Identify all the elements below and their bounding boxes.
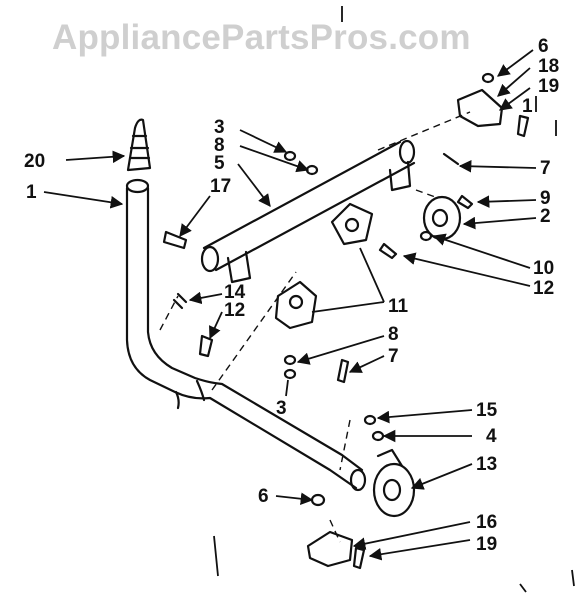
callout-11: 11: [388, 296, 409, 317]
hardware-screws: [162, 72, 530, 570]
callout-3: 3: [276, 398, 287, 419]
watermark-text: AppliancePartsPros.com: [52, 18, 471, 57]
callout-2: 2: [540, 206, 551, 227]
callout-20: 20: [24, 151, 45, 172]
tube-assembly: [125, 178, 367, 492]
callout-labels: 6 18 19 1 20 1 3 8 5 17 7 9 2 10 12 14 1…: [24, 36, 559, 555]
callout-8: 8: [388, 324, 399, 345]
callout-5: 5: [214, 153, 225, 174]
caster-wheel: [372, 448, 416, 518]
clip-bottom: [306, 530, 354, 568]
callout-7: 7: [540, 158, 551, 179]
callout-12: 12: [224, 300, 245, 321]
callout-8: 8: [214, 135, 225, 156]
callout-6: 6: [538, 36, 549, 57]
assembly-guides: [159, 111, 471, 543]
callout-7: 7: [388, 346, 399, 367]
callout-15: 15: [476, 400, 498, 421]
callout-16: 16: [476, 512, 497, 533]
callout-9: 9: [540, 188, 551, 209]
callout-1: 1: [522, 96, 533, 117]
callout-17: 17: [210, 176, 231, 197]
cross-bar: [200, 139, 416, 284]
callout-19: 19: [476, 534, 497, 555]
callout-6: 6: [258, 486, 269, 507]
callout-14: 14: [224, 282, 246, 303]
mounting-bracket: [330, 202, 374, 246]
leader-lines: [43, 6, 575, 593]
callout-13: 13: [476, 454, 497, 475]
callout-19: 19: [538, 76, 559, 97]
caster-bracket-middle: [274, 280, 318, 330]
clip-top: [456, 88, 504, 128]
callout-1: 1: [26, 182, 37, 203]
callout-3: 3: [214, 117, 225, 138]
tube-cap: [126, 118, 152, 172]
callout-4: 4: [486, 426, 497, 447]
callout-18: 18: [538, 56, 559, 77]
callout-10: 10: [533, 258, 554, 279]
callout-12: 12: [533, 278, 554, 299]
